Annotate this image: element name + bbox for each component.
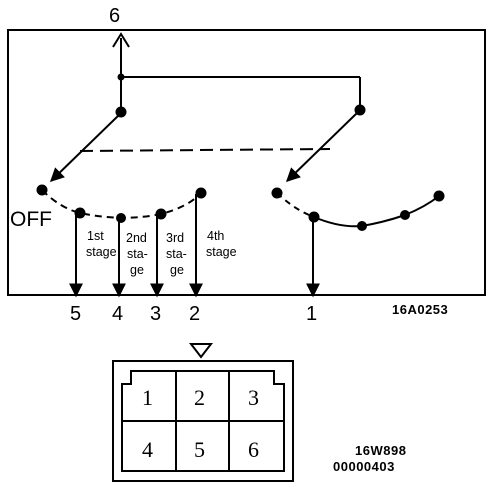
diagram-frame — [7, 29, 486, 296]
contact-right-b — [357, 221, 367, 231]
svg-text:1st: 1st — [87, 229, 104, 243]
contact-off — [36, 184, 48, 196]
connector-pin-3: 3 — [248, 385, 259, 410]
junction-dot — [117, 73, 125, 81]
stage-label-3rd: 3rd sta- ge — [166, 231, 187, 277]
terminal-4-label: 4 — [112, 303, 123, 325]
terminal-6-lead — [112, 32, 130, 112]
stage-label-4th: 4th stage — [206, 229, 237, 259]
terminal-1-label: 1 — [306, 303, 317, 325]
svg-text:4th: 4th — [207, 229, 224, 243]
off-label: OFF — [10, 208, 52, 231]
connector-code-1: 16W898 — [355, 443, 406, 458]
terminal-2-label: 2 — [189, 303, 200, 325]
contact-3rd-stage — [155, 208, 167, 220]
contact-right-d — [433, 190, 445, 202]
terminal-3-label: 3 — [150, 303, 161, 325]
terminal-6-label: 6 — [109, 5, 120, 27]
connector-outer — [112, 360, 294, 482]
svg-text:sta-: sta- — [127, 247, 148, 261]
connector-pin-5: 5 — [194, 437, 205, 462]
right-contact-dashed — [276, 192, 315, 218]
svg-text:ge: ge — [170, 263, 184, 277]
contact-right-c — [400, 210, 410, 220]
connector-pin-6: 6 — [248, 437, 259, 462]
svg-text:ge: ge — [130, 263, 144, 277]
terminal-5-label: 5 — [70, 303, 81, 325]
pivot-right — [354, 104, 366, 116]
contact-1st-stage — [74, 207, 86, 219]
upper-bridge — [121, 76, 361, 110]
contact-arm-right — [285, 112, 358, 182]
stage-label-1st: 1st stage — [86, 229, 117, 259]
svg-text:stage: stage — [206, 245, 237, 259]
contact-right-a — [308, 211, 320, 223]
contact-2nd-stage — [116, 213, 126, 223]
connector-code-2: 00000403 — [333, 459, 395, 474]
svg-text:3rd: 3rd — [166, 231, 184, 245]
right-contact-solid — [313, 195, 440, 228]
svg-text:2nd: 2nd — [126, 231, 147, 245]
svg-text:stage: stage — [86, 245, 117, 259]
svg-text:sta-: sta- — [166, 247, 187, 261]
mechanical-linkage — [79, 148, 331, 152]
connector-key-triangle — [188, 343, 214, 359]
contact-4th-stage — [195, 187, 207, 199]
contact-arm-left — [49, 114, 120, 182]
connector-pin-1: 1 — [142, 385, 153, 410]
stage-label-2nd: 2nd sta- ge — [126, 231, 148, 277]
figure-code: 16A0253 — [392, 302, 448, 317]
connector-pin-2: 2 — [194, 385, 205, 410]
connector-pin-4: 4 — [142, 437, 153, 462]
contact-right-open — [271, 187, 283, 199]
